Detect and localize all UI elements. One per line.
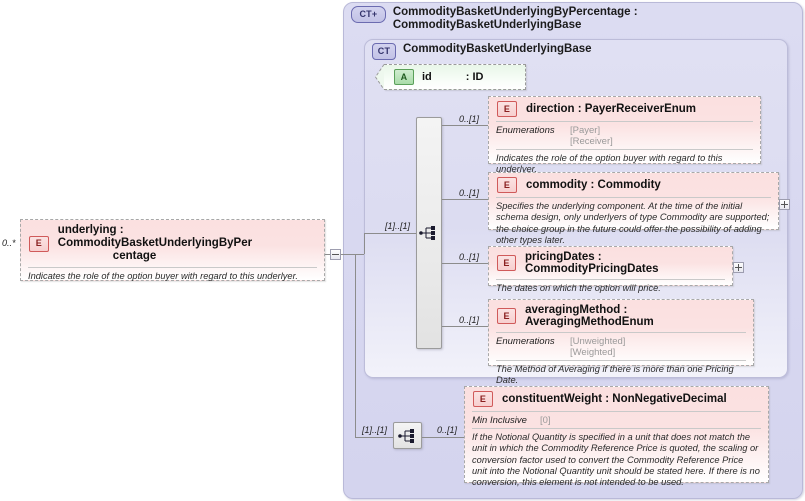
element-icon: E [29,235,49,252]
inner-container-header: CT CommodityBasketUnderlyingBase [372,43,772,60]
divider [496,360,746,361]
divider [472,428,761,429]
commodity-cardinality: 0..[1] [459,188,480,198]
connector-line [442,263,488,264]
complex-type-expandable-icon[interactable]: CT+ [351,6,386,23]
complex-type-icon[interactable]: CT [372,43,396,60]
element-icon: E [497,177,517,193]
element-box-underlying[interactable]: E underlying : CommodityBasketUnderlying… [20,219,325,281]
direction-documentation: Indicates the role of the option buyer w… [496,153,723,175]
commodity-title: commodity : Commodity [526,179,661,191]
direction-cardinality: 0..[1] [459,114,480,124]
attribute-name: id [422,71,432,83]
direction-facet-row: Enumerations [Payer] [Receiver] [489,122,760,149]
direction-title-row: E direction : PayerReceiverEnum [489,97,760,121]
connector-line [422,437,464,438]
outer-container-title: CommodityBasketUnderlyingByPercentage : … [392,6,638,31]
constituentweight-documentation: If the Notional Quantity is specified in… [472,432,760,488]
element-box-constituentweight[interactable]: E constituentWeight : NonNegativeDecimal… [464,386,769,487]
divider [496,149,753,150]
facet-label: Enumerations [496,336,555,347]
connector-line [355,254,364,255]
connector-line [442,125,488,126]
divider [496,332,746,333]
element-box-direction[interactable]: E direction : PayerReceiverEnum Enumerat… [488,96,761,174]
averagingmethod-cardinality: 0..[1] [459,315,480,325]
sequence-weight-cardinality-left: [1]..[1] [362,425,388,435]
divider [28,267,317,268]
underlying-cardinality: 0..* [2,238,16,248]
attribute-notch-icon [375,64,384,90]
sequence-icon [419,226,435,240]
constituentweight-facet-row: Min Inclusive [0] [465,412,768,428]
element-icon: E [497,101,517,117]
sequence-icon [397,428,414,443]
averagingmethod-title: averagingMethod : AveragingMethodEnum [525,304,654,328]
connector-line [355,437,393,438]
connector-line [355,254,356,438]
sequence-main-cardinality: [1]..[1] [385,221,411,231]
inner-container-title: CommodityBasketUnderlyingBase [403,43,592,55]
connector-line [325,254,330,255]
connector-line [364,233,365,254]
element-icon: E [497,308,517,324]
divider [496,197,771,198]
facet-label: Enumerations [496,125,555,136]
pricingdates-title: pricingDates : CommodityPricingDates [524,251,659,275]
element-box-averagingmethod[interactable]: E averagingMethod : AveragingMethodEnum … [488,299,754,385]
attribute-icon: A [394,69,414,85]
constituentweight-title-row: E constituentWeight : NonNegativeDecimal [465,387,768,411]
facet-label: Min Inclusive [472,415,527,426]
connector-line [442,199,488,200]
attribute-row-id[interactable]: A id : ID [375,64,526,90]
underlying-title-row: E underlying : CommodityBasketUnderlying… [21,220,324,267]
collapse-toggle-underlying[interactable] [330,249,341,260]
sequence-compositor-main[interactable] [416,117,442,349]
outer-container-header: CT+ CommodityBasketUnderlyingByPercentag… [351,6,791,32]
sequence-compositor-weight[interactable] [393,422,422,449]
element-icon: E [473,391,493,407]
constituentweight-cardinality: 0..[1] [437,425,458,435]
underlying-title: underlying : CommodityBasketUnderlyingBy… [57,224,253,262]
constituentweight-title: constituentWeight : NonNegativeDecimal [502,393,727,405]
commodity-title-row: E commodity : Commodity [489,173,778,197]
divider [496,279,725,280]
facet-values: [Payer] [Receiver] [570,125,613,147]
divider [496,121,753,122]
direction-title: direction : PayerReceiverEnum [526,103,697,115]
pricingdates-documentation: The dates on which the option will price… [496,283,661,293]
pricingdates-cardinality: 0..[1] [459,252,480,262]
expand-toggle-commodity[interactable] [779,199,790,210]
attribute-type: : ID [465,71,484,83]
divider [472,411,761,412]
averagingmethod-facet-row: Enumerations [Unweighted] [Weighted] [489,333,753,360]
underlying-documentation: Indicates the role of the option buyer w… [28,271,298,281]
element-box-pricingdates[interactable]: E pricingDates : CommodityPricingDates T… [488,246,733,293]
pricingdates-title-row: E pricingDates : CommodityPricingDates [489,247,732,279]
averagingmethod-title-row: E averagingMethod : AveragingMethodEnum [489,300,753,332]
connector-line [341,254,363,255]
averagingmethod-documentation: The Method of Averaging if there is more… [496,364,734,386]
commodity-documentation: Specifies the underlying component. At t… [496,201,770,245]
element-box-commodity[interactable]: E commodity : Commodity Specifies the un… [488,172,779,245]
connector-line [364,233,416,234]
expand-toggle-pricingdates[interactable] [733,262,744,273]
facet-values: [Unweighted] [Weighted] [570,336,626,358]
element-icon: E [497,255,516,271]
connector-line [442,326,488,327]
facet-values: [0] [540,415,551,426]
